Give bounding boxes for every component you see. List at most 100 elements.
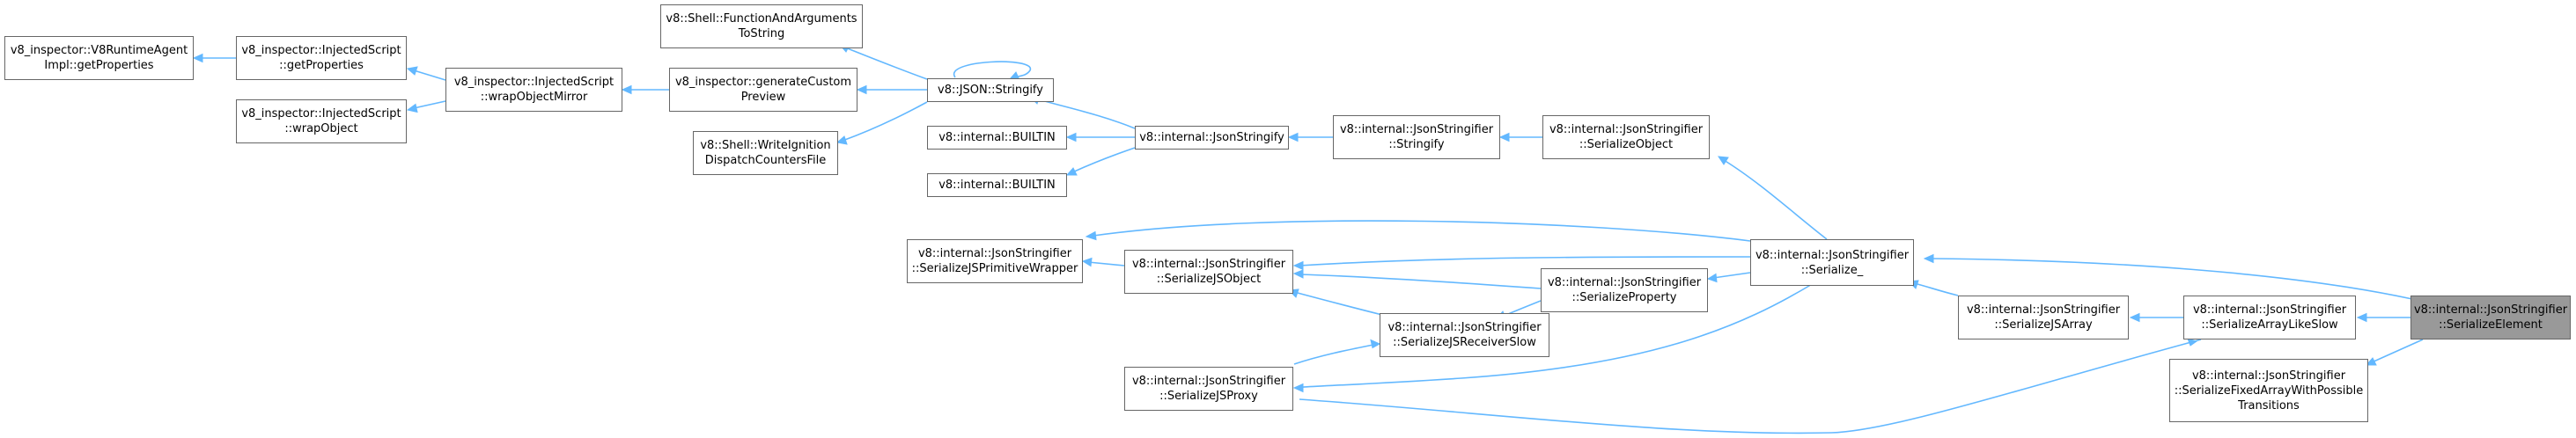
node-label-line: v8_inspector::InjectedScript xyxy=(241,44,401,57)
node-label-line: Preview xyxy=(740,91,786,104)
node-serializeproperty[interactable]: v8::internal::JsonStringifier ::Serializ… xyxy=(1541,268,1708,312)
edge-jsonstringify-to-builtin2 xyxy=(1071,147,1136,173)
node-builtin-2[interactable]: v8::internal::BUILTIN xyxy=(927,173,1067,197)
node-label-line: ::SerializeJSArray xyxy=(1994,318,2093,332)
edge-property-to-jsobject xyxy=(1299,274,1542,289)
node-serializearraylikeslow[interactable]: v8::internal::JsonStringifier ::Serializ… xyxy=(2183,296,2356,339)
arrowhead xyxy=(1370,339,1381,349)
node-label-line: ::SerializeElement xyxy=(2439,318,2543,332)
node-serializejsproxy[interactable]: v8::internal::JsonStringifier ::Serializ… xyxy=(1124,367,1293,411)
node-generatecustompreview[interactable]: v8_inspector::generateCustom Preview xyxy=(669,68,857,112)
node-label-line: v8::internal::JsonStringifier xyxy=(1547,276,1702,289)
node-injectedscript-getproperties[interactable]: v8_inspector::InjectedScript ::getProper… xyxy=(236,36,407,80)
node-jsonstringifier-stringify[interactable]: v8::internal::JsonStringifier ::Stringif… xyxy=(1333,115,1500,159)
node-label-line: ::SerializeJSPrimitiveWrapper xyxy=(911,262,1078,275)
arrowhead xyxy=(1706,273,1718,283)
node-label-line: v8::internal::JsonStringifier xyxy=(1549,123,1704,136)
node-label-line: ::SerializeObject xyxy=(1579,138,1674,151)
edge-jsarray-to-serialize xyxy=(1913,282,1959,296)
arrowhead xyxy=(2129,312,2140,323)
arrowhead xyxy=(2187,338,2198,347)
edge-jsproxy-to-receiverslow xyxy=(1293,344,1374,365)
node-label-line: v8::internal::JsonStringifier xyxy=(1131,375,1286,388)
node-serializeelement: v8::internal::JsonStringifier ::Serializ… xyxy=(2410,296,2571,339)
node-json-stringify[interactable]: v8::JSON::Stringify xyxy=(927,78,1054,102)
node-label-line: v8::JSON::Stringify xyxy=(938,84,1043,97)
edge-jsonstringify-to-stringify xyxy=(1034,98,1136,129)
arrowhead xyxy=(856,84,867,95)
node-label-line: ::wrapObject xyxy=(284,122,358,135)
node-shell-writeignition[interactable]: v8::Shell::WriteIgnition DispatchCounter… xyxy=(693,131,838,175)
node-label-line: ::SerializeProperty xyxy=(1571,291,1677,304)
node-serializefixedarraywithpossibletransitions[interactable]: v8::internal::JsonStringifier ::Serializ… xyxy=(2169,359,2368,422)
node-serializejsarray[interactable]: v8::internal::JsonStringifier ::Serializ… xyxy=(1958,296,2129,339)
edge-serialize-to-primitivewrapper xyxy=(1093,220,1751,242)
node-label-line: ::wrapObjectMirror xyxy=(480,91,588,104)
node-label-line: ToString xyxy=(738,27,785,40)
node-serializejsreceiverslow[interactable]: v8::internal::JsonStringifier ::Serializ… xyxy=(1380,313,1549,357)
edge-receiverslow-to-jsobject xyxy=(1293,291,1383,316)
node-label-line: v8::internal::JsonStringifier xyxy=(1755,248,1910,262)
edge-serialize-to-jsproxy xyxy=(1297,282,1814,389)
edge-primitivewrapper-to-jsobject xyxy=(1087,261,1125,266)
node-label-line: v8::internal::JsonStringifier xyxy=(1131,258,1286,271)
node-label-line: v8::internal::BUILTIN xyxy=(938,131,1056,144)
arrowhead xyxy=(1718,156,1729,165)
node-label-line: v8::internal::JsonStringifier xyxy=(2191,369,2346,383)
node-label-line: v8::Shell::WriteIgnition xyxy=(700,139,831,152)
node-injectedscript-wrapobject[interactable]: v8_inspector::InjectedScript ::wrapObjec… xyxy=(236,99,407,143)
arrowhead xyxy=(1287,132,1299,142)
edge-wrapobjectmirror-to-wrapobject xyxy=(413,100,446,109)
node-shell-functionandarguments[interactable]: v8::Shell::FunctionAndArguments ToString xyxy=(660,4,863,48)
node-label-line: ::SerializeArrayLikeSlow xyxy=(2201,318,2338,332)
arrowhead xyxy=(621,84,632,95)
node-label-line: v8::internal::JsonStringifier xyxy=(1966,303,2121,317)
node-label-line: Transitions xyxy=(2238,398,2300,412)
node-label-line: v8::internal::JsonStringifier xyxy=(2413,303,2568,317)
node-serializejsobject[interactable]: v8::internal::JsonStringifier ::Serializ… xyxy=(1124,250,1293,294)
node-serializejsprimitivewrapper[interactable]: v8::internal::JsonStringifier ::Serializ… xyxy=(907,239,1083,283)
arrowhead xyxy=(1065,167,1078,176)
edge-serialize-to-property xyxy=(1712,272,1751,279)
node-builtin-1[interactable]: v8::internal::BUILTIN xyxy=(927,126,1067,150)
node-label-line: ::SerializeJSProxy xyxy=(1159,390,1258,403)
node-label-line: ::Serialize_ xyxy=(1800,263,1864,277)
edge-serialize-to-jsobject xyxy=(1299,256,1751,266)
arrowhead xyxy=(406,66,418,76)
node-label-line: v8::internal::JsonStringifier xyxy=(1339,123,1494,136)
edge-stringify-to-writeignition xyxy=(842,101,928,142)
arrowhead xyxy=(1085,230,1097,241)
edge-stringify-self-loop xyxy=(953,61,1031,78)
edge-serializeelement-to-serialize xyxy=(1931,258,2413,300)
edge-serializeelement-to-fixedarray xyxy=(2371,339,2424,363)
node-label-line: v8::internal::BUILTIN xyxy=(938,179,1056,192)
node-serialize-underscore[interactable]: v8::internal::JsonStringifier ::Serializ… xyxy=(1750,239,1914,286)
node-label-line: v8::Shell::FunctionAndArguments xyxy=(666,12,857,26)
node-label-line: v8_inspector::generateCustom xyxy=(674,76,852,89)
edge-serialize-to-serializeobject xyxy=(1723,159,1828,240)
node-v8runtimeagent-getproperties[interactable]: v8_inspector::V8RuntimeAgent Impl::getPr… xyxy=(4,36,194,80)
node-label-line: v8::internal::JsonStringifier xyxy=(917,247,1072,260)
node-label-line: v8_inspector::V8RuntimeAgent xyxy=(10,44,188,57)
node-label-line: Impl::getProperties xyxy=(44,59,154,72)
node-label-line: ::Stringify xyxy=(1388,138,1445,151)
arrowhead xyxy=(1065,132,1077,142)
node-label-line: v8::internal::JsonStringifier xyxy=(1387,321,1542,334)
node-label-line: ::SerializeJSReceiverSlow xyxy=(1393,336,1536,349)
node-label-line: DispatchCountersFile xyxy=(704,154,827,167)
node-label-line: ::SerializeJSObject xyxy=(1156,273,1262,286)
node-injectedscript-wrapobjectmirror[interactable]: v8_inspector::InjectedScript ::wrapObjec… xyxy=(445,68,622,112)
arrowhead xyxy=(2365,357,2377,366)
arrowhead xyxy=(1292,260,1304,271)
node-serializeobject[interactable]: v8::internal::JsonStringifier ::Serializ… xyxy=(1542,115,1710,159)
node-label-line: v8::internal::JsonStringifier xyxy=(2192,303,2347,317)
node-internal-jsonstringify[interactable]: v8::internal::JsonStringify xyxy=(1135,126,1289,150)
edge-wrapobjectmirror-to-getproperties xyxy=(413,69,446,81)
arrowhead xyxy=(406,103,418,113)
call-edges xyxy=(192,44,2424,434)
edge-arraylikeslow-to-jsproxy xyxy=(1299,339,2202,434)
arrowhead xyxy=(1923,253,1934,264)
arrowhead xyxy=(835,135,848,145)
arrowhead xyxy=(1498,132,1510,142)
node-label-line: ::getProperties xyxy=(279,59,364,72)
